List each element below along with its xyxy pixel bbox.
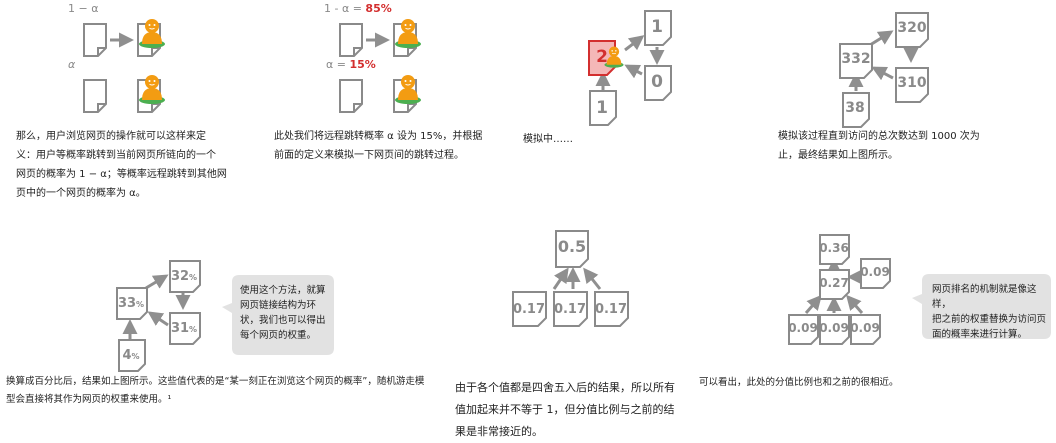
panel-1-caption: 那么，用户浏览网页的操作就可以这样来定 义：用户等概率跳转到当前网页所链向的一个… — [16, 131, 227, 199]
panel-5-bubble-text: 使用这个方法，就算 网页链接结构为环 状，我们也可以得出 每个网页的权重。 — [240, 285, 326, 341]
page-node: 38 — [842, 92, 870, 128]
page-node: 0.09 — [819, 314, 850, 345]
link-arrow — [552, 267, 569, 290]
label-one-minus-alpha-value: 1 - α = 85% — [324, 2, 392, 15]
source-page — [83, 23, 107, 57]
speech-bubble — [912, 274, 1051, 339]
target-page-with-user — [137, 74, 166, 113]
page-node: 0.27 — [819, 269, 850, 300]
page-value: 32% — [171, 269, 197, 284]
page-node: 1 — [589, 90, 617, 126]
page-value: 0.17 — [595, 302, 627, 317]
page-value: 0.5 — [558, 237, 586, 256]
page-value: 0.09 — [860, 265, 890, 279]
source-page — [339, 79, 363, 113]
page-node: 332 — [839, 43, 873, 79]
link-arrow — [145, 274, 169, 290]
source-page — [339, 23, 363, 57]
target-page-with-user — [393, 74, 422, 113]
page-node: 320 — [895, 12, 929, 48]
link-arrow — [871, 66, 894, 81]
page-value: 0.17 — [513, 302, 545, 317]
panel-7: 0.36 0.09 0.27 0.09 0.09 0.09 — [788, 234, 1051, 345]
page-value: 1 — [596, 98, 608, 118]
page-value: 0.27 — [819, 276, 849, 290]
page-value: 0 — [651, 72, 663, 92]
page-node: 32% — [169, 260, 201, 293]
panel-7-caption: 可以看出，此处的分值比例也和之前的很相近。 — [699, 377, 899, 388]
page-value: 0.17 — [554, 302, 586, 317]
panel-2: 1 - α = 85% α = 15% — [324, 2, 422, 113]
page-value: 33% — [118, 296, 144, 311]
page-node: 0.17 — [512, 291, 547, 327]
page-node: 0.17 — [594, 291, 629, 327]
link-arrow — [147, 311, 169, 327]
page-value: 0.36 — [819, 241, 849, 255]
page-value: 0.09 — [850, 321, 880, 335]
link-arrow — [869, 30, 894, 47]
panel-7-bubble-text: 网页排名的机制就是像这样， 把之前的权重替换为访问页 面的概率来进行计算。 — [932, 284, 1047, 340]
panel-6: 0.5 0.17 0.17 0.17 — [512, 230, 629, 327]
label-alpha-value: α = 15% — [326, 58, 376, 71]
page-node: 0 — [644, 65, 672, 101]
source-page — [83, 79, 107, 113]
page-value: 38 — [845, 100, 864, 116]
panel-3: 2 1 0 1 — [588, 10, 672, 126]
page-node: 0.5 — [555, 230, 589, 268]
panel-4-caption: 模拟该过程直到访问的总次数达到 1000 次为 止，最终结果如上图所示。 — [778, 131, 980, 161]
label-alpha: α — [68, 58, 76, 71]
page-node: 0.36 — [819, 234, 850, 265]
panel-3-caption: 模拟中…… — [523, 134, 573, 145]
page-value: 320 — [897, 20, 926, 36]
page-node: 0.09 — [860, 258, 891, 289]
page-node: 33% — [116, 287, 148, 320]
target-page-with-user — [393, 18, 422, 57]
page-value: 2 — [596, 47, 608, 67]
page-value: 4% — [122, 348, 139, 363]
page-value: 1 — [651, 17, 663, 37]
page-node: 310 — [895, 67, 929, 103]
link-arrow — [624, 35, 645, 52]
panel-1: 1 − α α — [68, 2, 166, 113]
page-node: 0.09 — [788, 314, 819, 345]
link-arrow — [846, 294, 864, 314]
speech-bubble — [222, 275, 334, 355]
page-node-highlighted: 2 — [588, 40, 624, 76]
link-arrow — [583, 267, 602, 290]
link-arrow — [624, 64, 643, 79]
page-value: 0.09 — [788, 321, 818, 335]
target-page-with-user — [137, 18, 166, 57]
page-value: 332 — [841, 51, 870, 67]
link-arrow — [804, 294, 822, 314]
panel-5: 32% 33% 31% 4% — [116, 260, 334, 372]
panel-4: 320 332 310 38 — [839, 12, 929, 128]
panel-6-caption: 由于各个值都是四舍五入后的结果，所以所有 值加起来并不等于 1，但分值比例与之前… — [455, 381, 675, 438]
page-node: 0.09 — [850, 314, 881, 345]
page-node: 0.17 — [553, 291, 588, 327]
page-value: 31% — [171, 321, 197, 336]
page-value: 310 — [897, 75, 926, 91]
panel-5-caption: 换算成百分比后，结果如上图所示。这些值代表的是“某一刻正在浏览这个网页的概率”，… — [6, 376, 425, 405]
panel-2-caption: 此处我们将远程跳转概率 α 设为 15%，并根据 前面的定义来模拟一下网页间的跳… — [274, 131, 483, 161]
page-node: 4% — [118, 339, 146, 372]
page-node: 1 — [644, 10, 672, 46]
label-one-minus-alpha: 1 − α — [68, 2, 98, 15]
page-node: 31% — [169, 312, 201, 345]
page-value: 0.09 — [819, 321, 849, 335]
